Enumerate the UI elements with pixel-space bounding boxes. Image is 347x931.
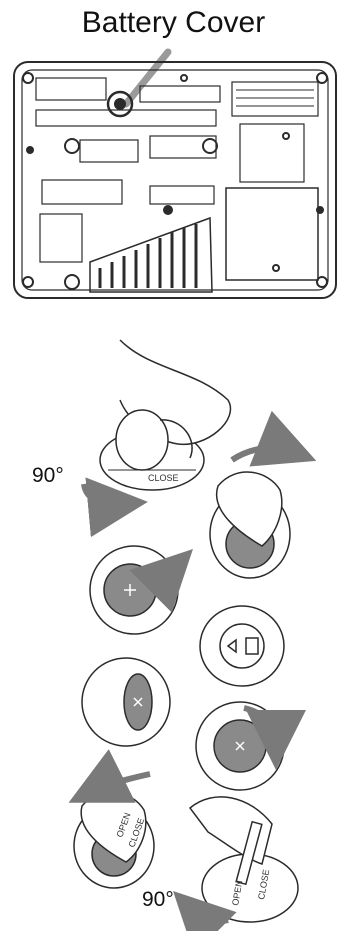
connector-strip [236, 90, 314, 106]
rotate-arrow-3 [90, 774, 150, 792]
step8-hand-coin [190, 797, 298, 922]
step2-cover-open [210, 472, 290, 578]
close-mark-step1: CLOSE [148, 473, 179, 483]
projector-bottom-view [14, 62, 336, 298]
step6-battery-installed [196, 702, 284, 790]
vent-fins [100, 224, 196, 288]
step1-hand-coin [100, 340, 230, 490]
step5-insert-battery [82, 658, 170, 746]
step3-remove-battery [90, 546, 178, 634]
angle-label-bottom: 90° [142, 888, 174, 912]
rotate-arrow-2 [232, 448, 294, 460]
pointer-line [126, 52, 168, 104]
angle-label-top: 90° [32, 464, 64, 488]
rotate-arrow-1 [84, 484, 124, 504]
step7-replace-cover [74, 792, 154, 888]
step4-empty-holder [200, 606, 284, 686]
